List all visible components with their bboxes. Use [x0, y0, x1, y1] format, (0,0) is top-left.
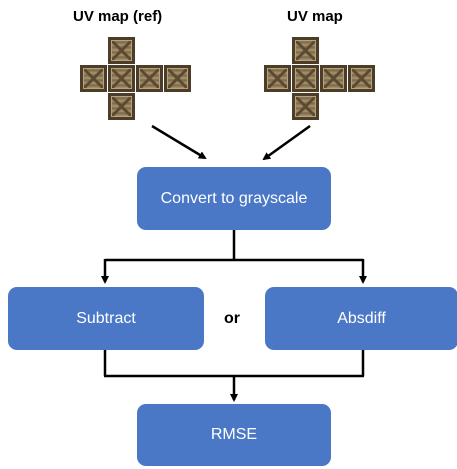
arrow-uv-to-convert [262, 124, 311, 161]
uv-map-title: UV map [287, 8, 343, 25]
uv-map-ref-title: UV map (ref) [73, 8, 163, 25]
absdiff-node: Absdiff [265, 287, 457, 350]
crate-texture-icon [292, 65, 319, 92]
crate-texture-icon [164, 65, 191, 92]
rmse-node: RMSE [137, 404, 331, 466]
crate-texture-icon [108, 93, 135, 120]
crate-texture-icon [136, 65, 163, 92]
arrow-ref-to-convert [151, 124, 207, 160]
crate-texture-icon [108, 65, 135, 92]
crate-texture-icon [264, 65, 291, 92]
convert-to-grayscale-node: Convert to grayscale [137, 167, 331, 230]
crate-texture-icon [292, 37, 319, 64]
or-label: or [224, 310, 240, 327]
crate-texture-icon [108, 37, 135, 64]
subtract-node: Subtract [8, 287, 204, 350]
crate-texture-icon [292, 93, 319, 120]
crate-texture-icon [320, 65, 347, 92]
crate-texture-icon [80, 65, 107, 92]
crate-texture-icon [348, 65, 375, 92]
